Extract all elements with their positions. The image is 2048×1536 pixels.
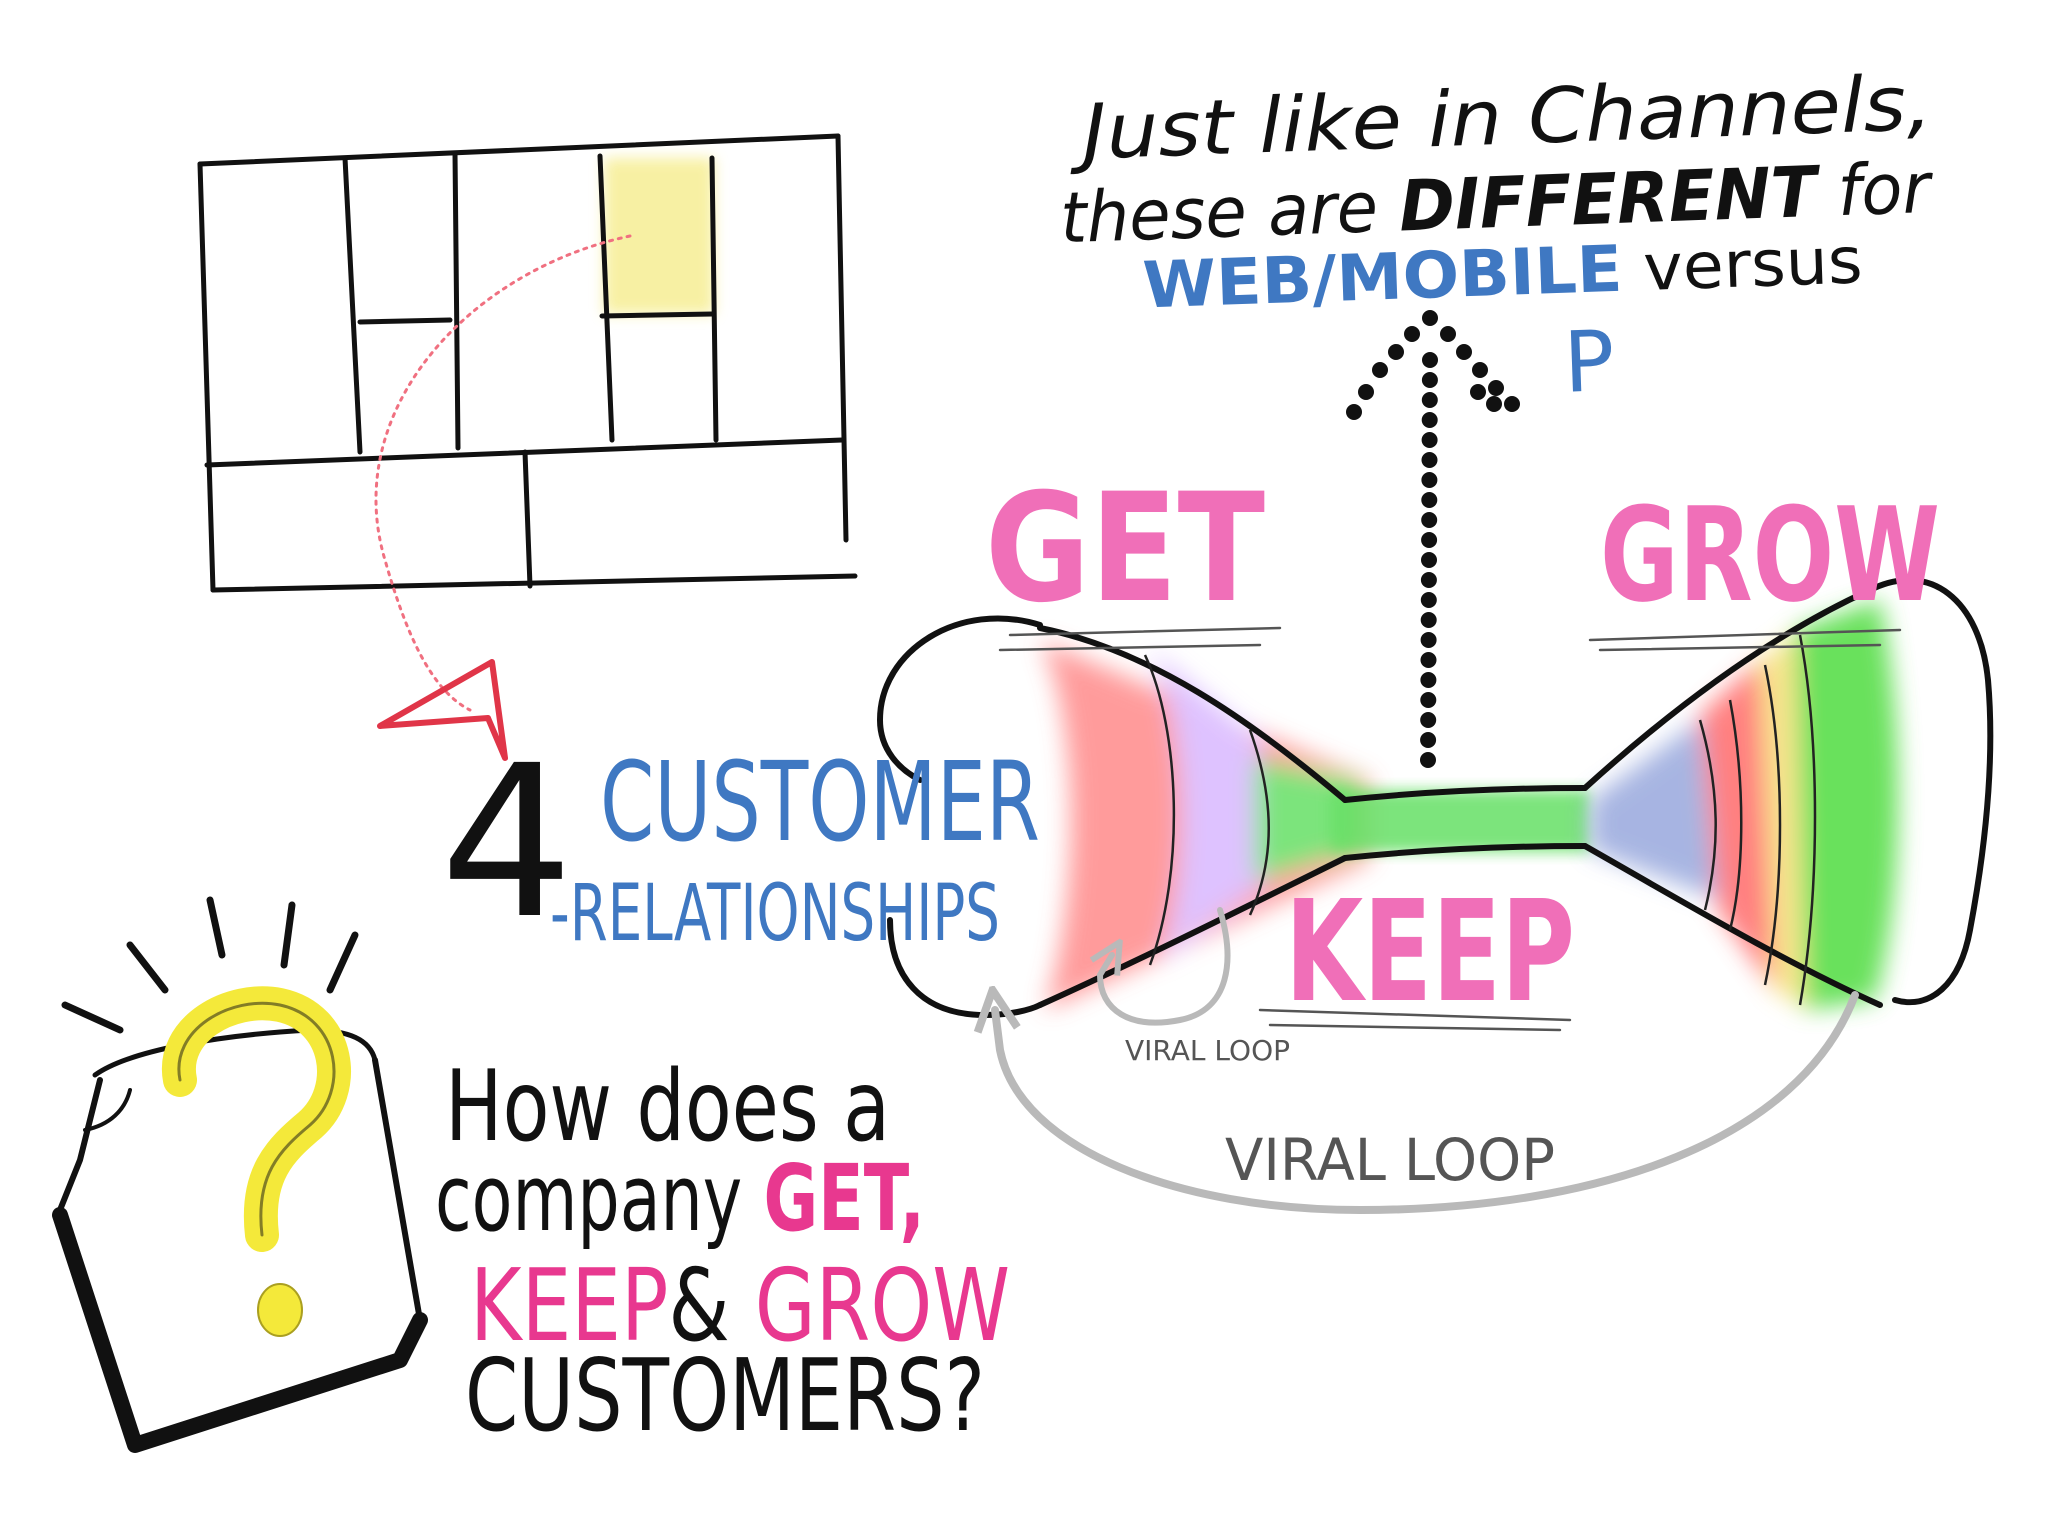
curved-dotted-arrow-icon (374, 234, 632, 761)
arrow-dot (1420, 672, 1437, 688)
arrow-head-dot (1440, 326, 1456, 342)
question-line-3: KEEP& GROW (470, 1247, 1010, 1364)
arrow-dot (1420, 612, 1437, 628)
canvas-highlight-customer-relationships (604, 158, 714, 314)
business-model-canvas-grid (197, 133, 858, 593)
viral-loop-large: VIRAL LOOP (995, 995, 1859, 1215)
viral-loop-small: VIRAL LOOP (1100, 907, 1290, 1067)
section-title-line1: CUSTOMER (600, 738, 1040, 866)
section-heading: 4 CUSTOMER -RELATIONSHIPS (440, 720, 1040, 965)
question-block: How does a company GET, KEEP& GROW CUSTO… (52, 896, 1010, 1454)
arrow-dot (1421, 552, 1437, 568)
lightbulb-rays-icon (61, 896, 359, 1034)
question-line-1: How does a (445, 1050, 890, 1164)
question-box (52, 1027, 428, 1453)
arrow-head-dot (1388, 344, 1404, 360)
question-mark-icon (161, 986, 351, 1337)
arrow-dot (1420, 632, 1437, 648)
arrow-dot (1420, 752, 1436, 768)
arrow-head-dot (1404, 326, 1420, 342)
arrow-dot (1421, 512, 1438, 528)
arrow-head-dot (1472, 362, 1488, 378)
funnel-label-get: GET (985, 462, 1265, 636)
funnel-label-keep: KEEP (1285, 871, 1575, 1034)
arrow-dot (1420, 692, 1437, 708)
viral-loop-small-label: VIRAL LOOP (1125, 1034, 1290, 1067)
arrow-head-dot (1358, 384, 1374, 400)
arrow-dot (1421, 412, 1438, 428)
arrow-dot (1421, 452, 1438, 468)
arrow-head-dot (1486, 396, 1502, 412)
arrow-dot (1420, 652, 1437, 668)
arrow-head-dot (1488, 380, 1504, 396)
funnel-neck (1330, 790, 1590, 852)
funnel-right-cone (1590, 600, 1899, 1010)
customer-funnel: GET GROW KEEP VIRAL LOOP VIRAL LOOP (877, 462, 1994, 1215)
question-line-4: CUSTOMERS? (465, 1337, 985, 1454)
arrow-dot (1422, 352, 1438, 368)
top-note: Just like in Channels, these are DIFFERE… (1059, 58, 1935, 412)
arrow-head-dot (1372, 362, 1388, 378)
arrow-dot (1420, 592, 1437, 608)
arrow-dot (1421, 492, 1438, 508)
viral-loop-large-label: VIRAL LOOP (1225, 1126, 1555, 1194)
arrow-dot (1420, 712, 1437, 728)
arrow-dot (1421, 432, 1438, 448)
arrow-head-dot (1470, 384, 1486, 400)
arrow-dot (1421, 472, 1438, 488)
note-line-2: these are DIFFERENT for (1059, 147, 1935, 259)
funnel-label-grow: GROW (1600, 479, 1940, 631)
arrow-dot (1420, 572, 1437, 588)
arrow-dot (1421, 532, 1438, 548)
arrow-head-dot (1346, 404, 1362, 420)
question-line-2: company GET, (435, 1145, 925, 1252)
section-number: 4 (440, 720, 574, 965)
arrow-head-dot (1504, 396, 1520, 412)
note-line-4: P (1562, 312, 1616, 412)
note-line-3: WEB/MOBILE versus (1142, 224, 1864, 323)
arrow-dot (1421, 392, 1438, 408)
arrow-head-dot (1456, 344, 1472, 360)
dotted-arrow-up-icon (1346, 310, 1520, 768)
arrow-head-dot (1422, 310, 1438, 326)
section-title-line2: -RELATIONSHIPS (550, 869, 1000, 959)
arrow-dot (1421, 372, 1438, 388)
arrow-dot (1420, 732, 1437, 748)
